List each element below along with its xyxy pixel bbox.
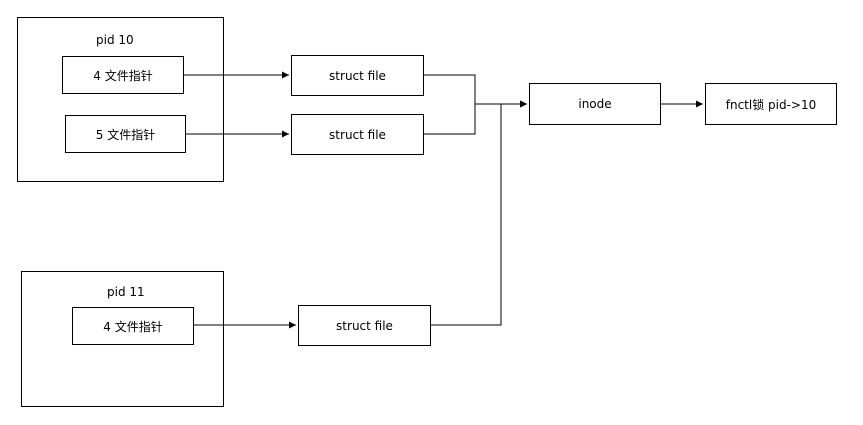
fd-pointer-4-pid-11: 4 文件指针 <box>72 307 194 345</box>
fd-pointer-5-pid-10: 5 文件指针 <box>65 115 186 153</box>
inode-box: inode <box>529 83 661 125</box>
process-pid-10-box <box>17 17 224 182</box>
struct-file-2: struct file <box>291 114 424 155</box>
process-pid-11-title: pid 11 <box>107 285 145 299</box>
fnctl-lock-box: fnctl锁 pid->10 <box>705 83 837 125</box>
struct-file-3: struct file <box>298 305 431 346</box>
process-pid-10-title: pid 10 <box>96 33 134 47</box>
edge-struct-file-2-to-inode <box>424 100 527 135</box>
fd-pointer-4-pid-10: 4 文件指针 <box>62 56 184 94</box>
edge-struct-file-1-to-inode <box>424 74 527 108</box>
struct-file-1: struct file <box>291 55 424 96</box>
edge-struct-file-3-to-inode <box>431 100 527 326</box>
